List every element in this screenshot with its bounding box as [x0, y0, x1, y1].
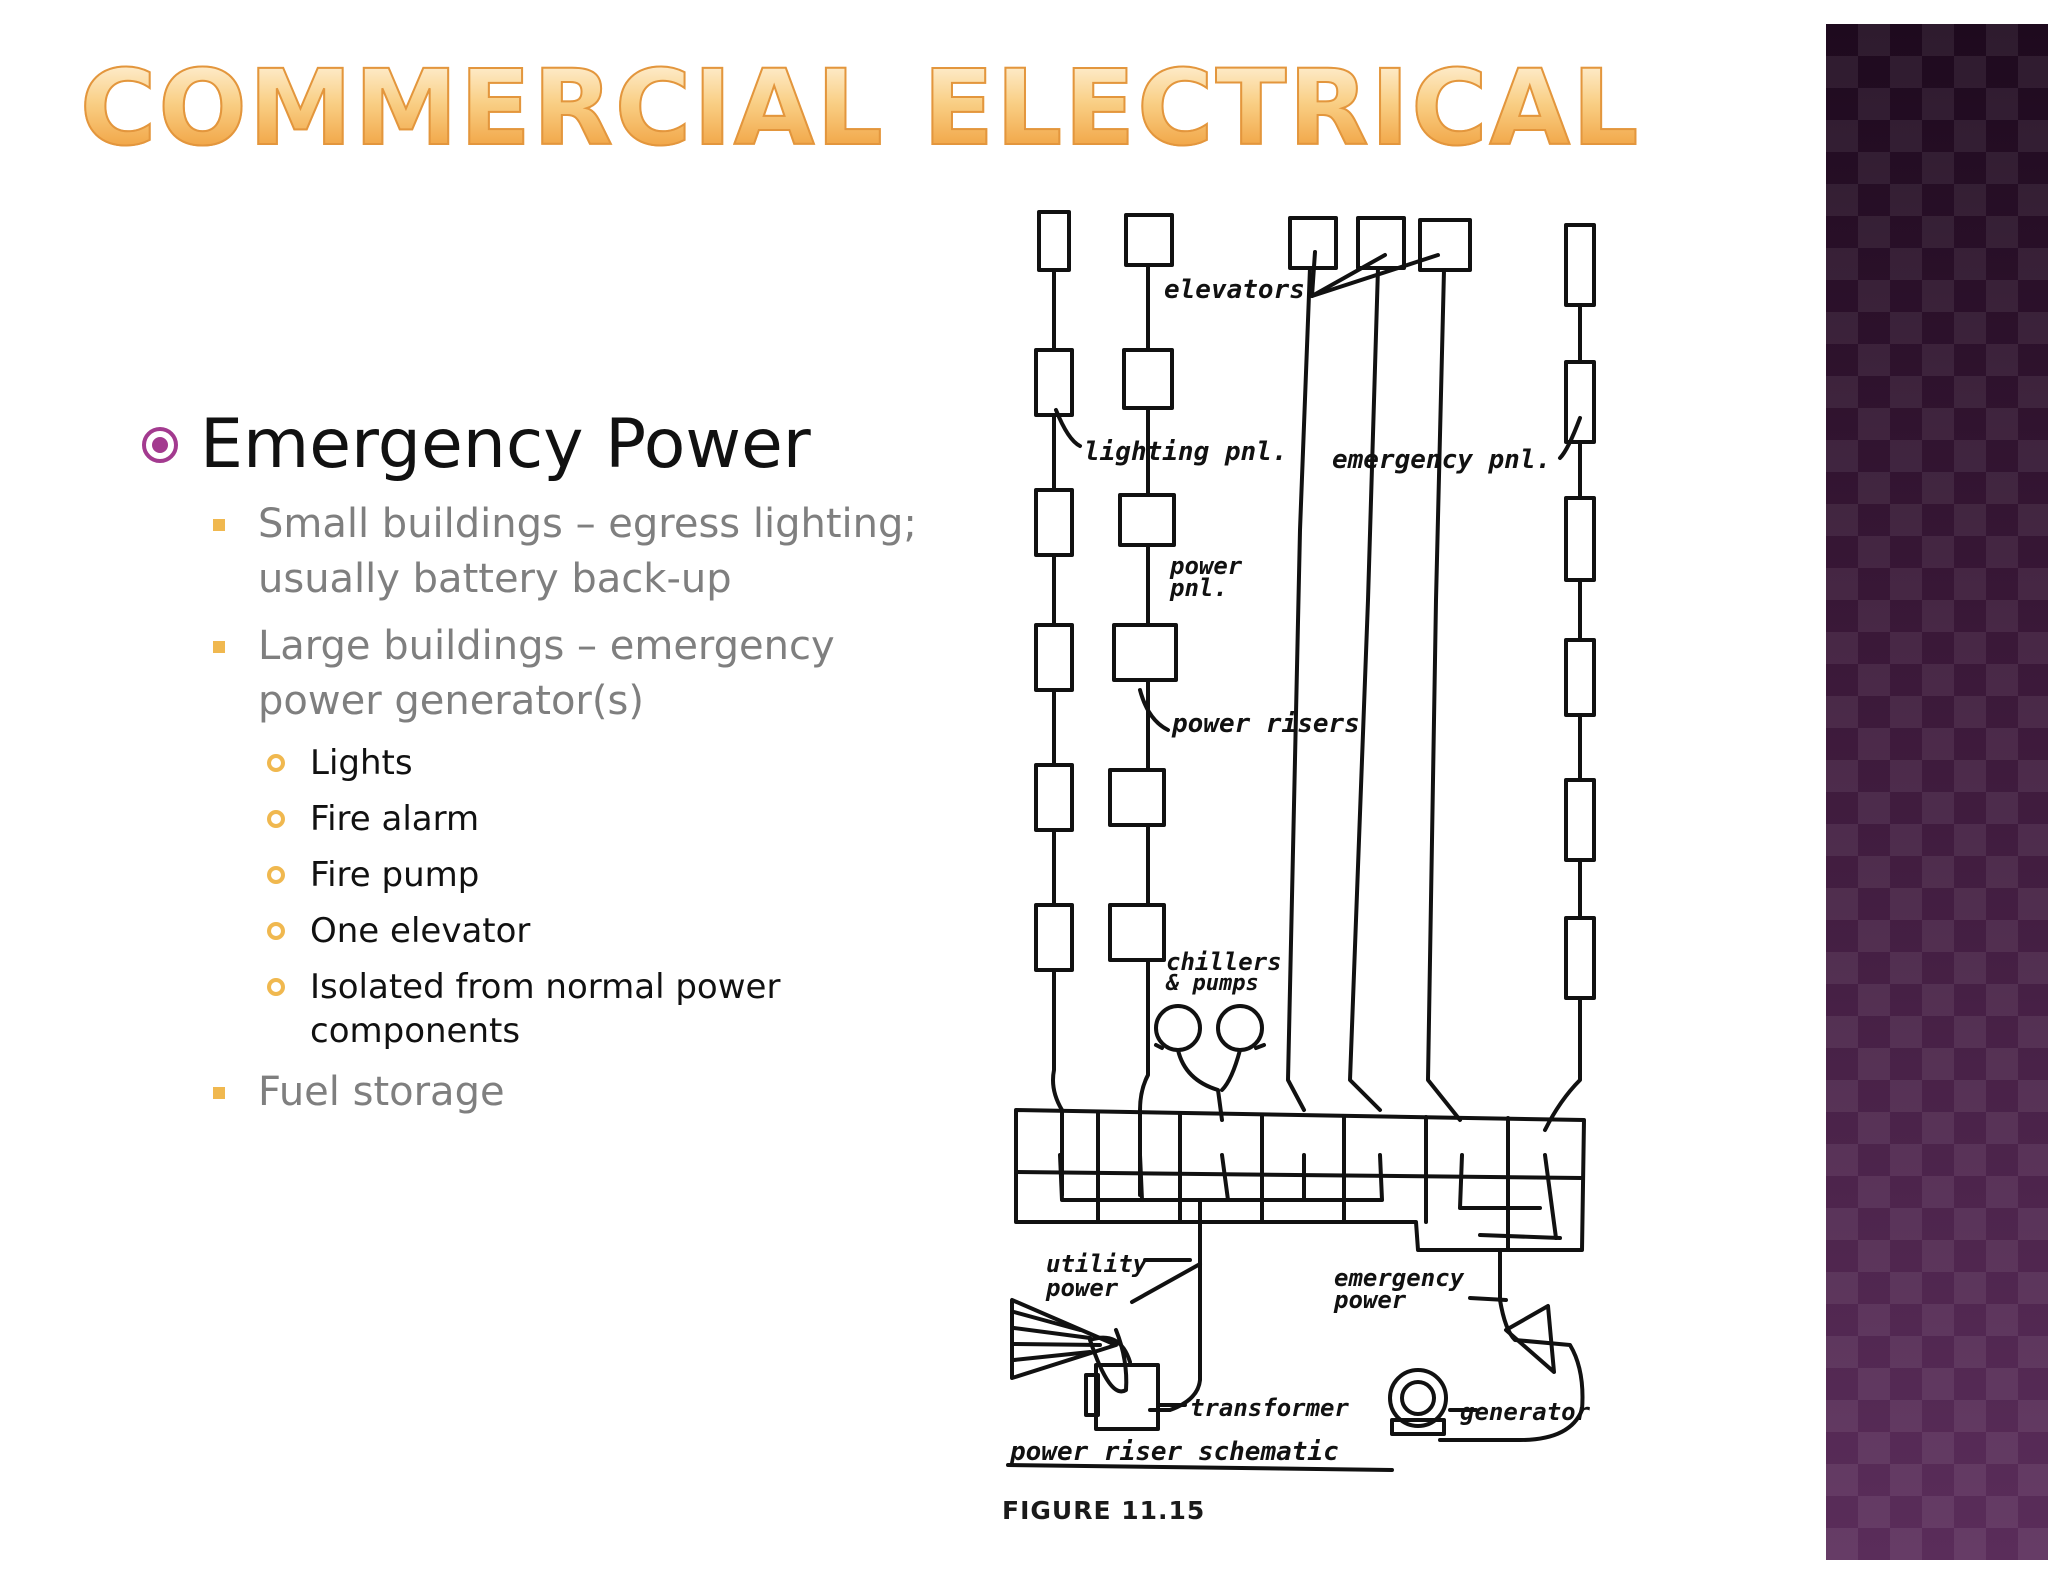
elevator-feeders [1286, 216, 1472, 1122]
bullet-small-buildings: Small buildings – egress lighting; usual… [213, 497, 948, 607]
utility-feed [1010, 1258, 1202, 1431]
riser-column-1 [1034, 210, 1074, 1197]
riser-column-2 [1108, 213, 1178, 1197]
label-emergency-panel: emergency pnl. [1332, 445, 1551, 475]
bullet-text: Fuel storage [258, 1069, 505, 1115]
slide-content: Emergency Power Small buildings – egress… [140, 405, 940, 1120]
target-bullet-icon [142, 427, 178, 463]
label-elevators: elevators [1164, 275, 1305, 305]
label-emergency-power-line1: emergency [1334, 1264, 1465, 1292]
bullet-fuel-storage: Fuel storage [213, 1065, 948, 1120]
emergency-feed [1388, 1248, 1585, 1442]
square-bullet-icon [213, 519, 225, 531]
label-leaders [1006, 408, 1582, 1472]
ring-bullet-icon [267, 866, 285, 884]
label-lighting-panel: lighting pnl. [1084, 437, 1288, 467]
ring-bullet-icon [267, 754, 285, 772]
ring-bullet-icon [267, 978, 285, 996]
subbullet-isolated: Isolated from normal power components [267, 965, 930, 1053]
switchgear-panel [1014, 1108, 1586, 1262]
heading-text: Emergency Power [200, 405, 811, 484]
subbullet-fire-alarm: Fire alarm [267, 797, 930, 841]
label-chillers-line2: & pumps [1165, 971, 1259, 996]
label-transformer: transformer [1190, 1394, 1349, 1422]
label-power-panel-line2: pnl. [1169, 574, 1228, 602]
bullet-text: Small buildings – egress lighting; usual… [258, 501, 917, 602]
subbullet-one-elevator: One elevator [267, 909, 930, 953]
bullet-text: Large buildings – emergency power genera… [258, 623, 835, 724]
ring-bullet-icon [267, 810, 285, 828]
label-emergency-power-line2: power [1333, 1286, 1407, 1314]
schematic-labels: elevators lighting pnl. emergency pnl. p… [1009, 275, 1591, 1467]
subbullet-text: Isolated from normal power components [310, 967, 781, 1051]
figure-number: FIGURE 11.15 [1002, 1496, 1206, 1525]
bullet-large-buildings: Large buildings – emergency power genera… [213, 619, 948, 729]
subbullet-text: Fire alarm [310, 799, 480, 839]
label-power-panel-line1: power [1169, 552, 1243, 580]
power-riser-schematic-diagram: elevators lighting pnl. emergency pnl. p… [1006, 210, 1596, 1472]
label-power-riser-schematic: power riser schematic [1009, 1437, 1339, 1467]
heading-bullet-item: Emergency Power [140, 405, 940, 485]
label-utility-power-line1: utility [1046, 1250, 1148, 1278]
subbullet-text: Lights [310, 743, 413, 783]
riser-column-emergency [1543, 223, 1596, 1132]
subbullet-text: One elevator [310, 911, 531, 951]
chillers-and-pumps [1154, 1004, 1266, 1122]
subbullet-lights: Lights [267, 741, 930, 785]
decorative-side-band [1826, 24, 2048, 1560]
label-utility-power-line2: power [1045, 1274, 1119, 1302]
label-generator: generator [1460, 1398, 1591, 1426]
label-chillers-line1: chillers [1166, 948, 1282, 976]
label-power-risers: power risers [1171, 709, 1360, 739]
square-bullet-icon [213, 1087, 225, 1099]
slide-title: COMMERCIAL ELECTRICAL [79, 47, 1641, 169]
subbullet-text: Fire pump [310, 855, 480, 895]
subbullet-fire-pump: Fire pump [267, 853, 930, 897]
square-bullet-icon [213, 641, 225, 653]
ring-bullet-icon [267, 922, 285, 940]
